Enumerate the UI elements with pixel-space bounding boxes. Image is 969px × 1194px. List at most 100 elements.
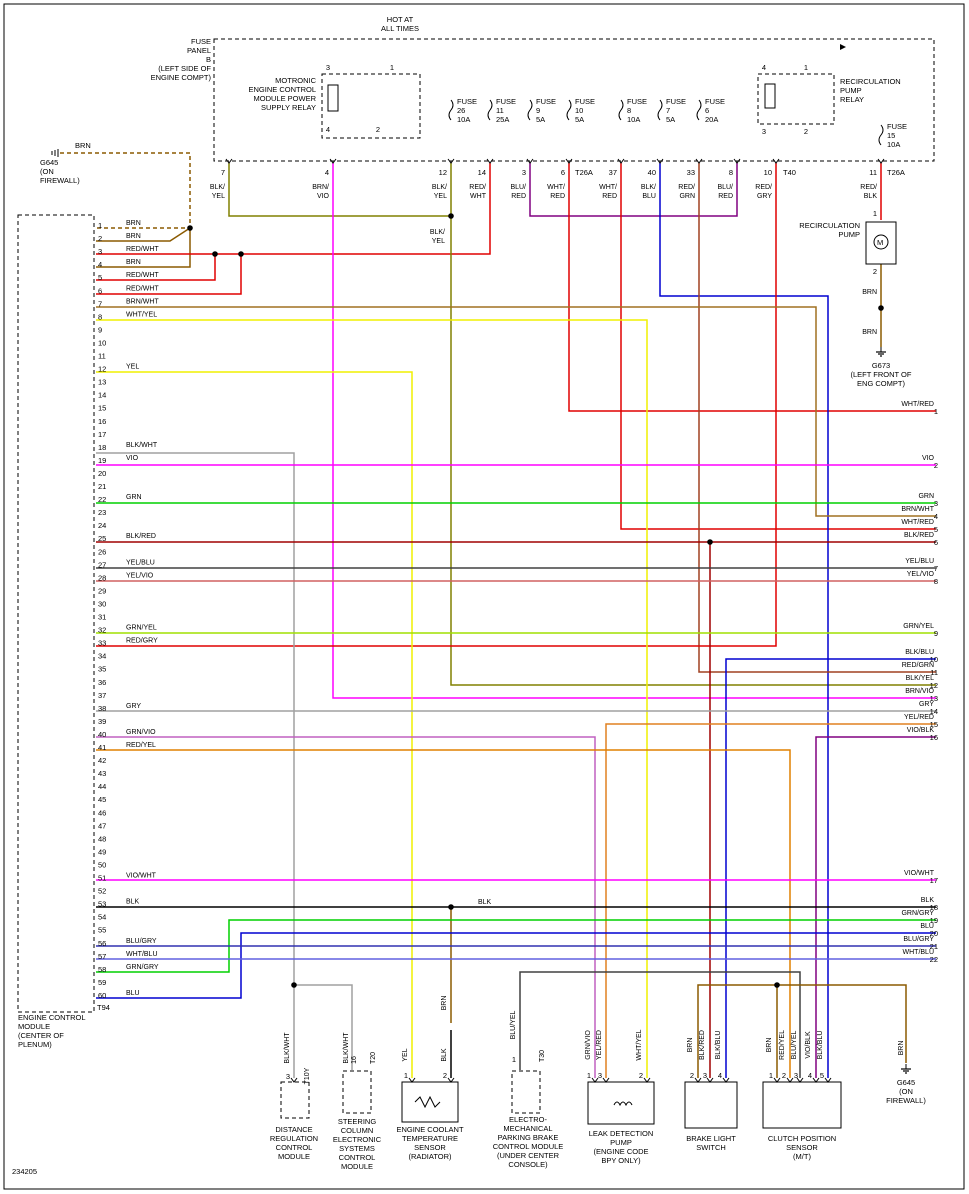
brake-pin-3: 3 <box>703 1071 707 1080</box>
ecm-pin-15: 15 <box>98 404 106 413</box>
parking-pin: 1 <box>512 1055 516 1064</box>
fuse-symbol <box>448 99 454 121</box>
ecm-pin-40: 40 <box>98 730 106 739</box>
ecm-pin-54: 54 <box>98 913 106 922</box>
right-output-18: 18 <box>930 903 938 912</box>
recirc-pump-pin-1: 1 <box>873 209 877 218</box>
ecm-pin-33: 33 <box>98 639 106 648</box>
coolant-sensor-box <box>401 1081 459 1123</box>
relay1-pin-1: 1 <box>390 63 394 72</box>
brake-arrow-2 <box>694 1077 702 1083</box>
right-output-19: 19 <box>930 916 938 925</box>
ecm-pin-wire-32: GRN/YEL <box>126 625 157 632</box>
ecm-pin-46: 46 <box>98 808 106 817</box>
clutch-arrow-1 <box>773 1077 781 1083</box>
parking-conn: T30 <box>539 1050 546 1062</box>
right-output-wire-11: RED/GRN <box>902 662 934 669</box>
right-output-6: 6 <box>934 538 938 547</box>
ecm-pin-50: 50 <box>98 860 106 869</box>
wire-brn-vio-13 <box>332 163 936 699</box>
clutch-arrow-2 <box>786 1077 794 1083</box>
coolant-wire-blk: BLK <box>441 1048 448 1062</box>
ecm-pin-59: 59 <box>98 978 106 987</box>
ecm-pin-wire-12: YEL <box>126 364 139 371</box>
relay2-pin-4: 4 <box>762 63 766 72</box>
clutch-arrow-5 <box>824 1077 832 1083</box>
coolant-arrow-2 <box>447 1077 455 1083</box>
right-output-wire-1: WHT/RED <box>901 401 934 408</box>
splice-red-wht-2 <box>238 251 244 257</box>
pump-wire-1: BRN <box>862 289 877 296</box>
relay2-pin-1: 1 <box>804 63 808 72</box>
ecm-pin-36: 36 <box>98 678 106 687</box>
right-output-wire-12: BLK/YEL <box>906 675 935 682</box>
wire-blk-yel-12 <box>450 216 936 686</box>
right-output-22: 22 <box>930 955 938 964</box>
ecm-pin-wire-2: BRN <box>126 233 141 240</box>
ecm-pin-45: 45 <box>98 795 106 804</box>
ecm-pin-27: 27 <box>98 560 106 569</box>
terminal-wire-11: RED/BLK <box>860 184 877 200</box>
terminal-arrow-1 <box>329 158 337 164</box>
ecm-pin-4: 4 <box>98 260 102 269</box>
bus-arrow <box>840 44 846 50</box>
fuse-symbol <box>618 99 624 121</box>
wire-blk-wht-18 <box>96 452 295 1078</box>
wire-blk-blu-40 <box>659 163 829 1078</box>
ecm-pin-56: 56 <box>98 939 106 948</box>
ecm-pin-1: 1 <box>98 221 102 230</box>
right-output-17: 17 <box>930 876 938 885</box>
ecm-pin-5: 5 <box>98 273 102 282</box>
g673-ground <box>876 347 886 357</box>
wire-blu-red <box>529 163 738 217</box>
ecm-pin-26: 26 <box>98 547 106 556</box>
splice-blk-wht <box>291 982 297 988</box>
relay2-pin-3: 3 <box>762 127 766 136</box>
terminal-wire-7: BLK/BLU <box>641 184 656 200</box>
pump-wire-2: BRN <box>862 329 877 336</box>
ecm-pin-41: 41 <box>98 743 106 752</box>
ecm-pin-37: 37 <box>98 691 106 700</box>
relay2-pin-2: 2 <box>804 127 808 136</box>
ecm-pin-9: 9 <box>98 325 102 334</box>
right-output-wire-14: GRY <box>919 701 934 708</box>
clutch-sensor-box <box>762 1081 842 1129</box>
coolant-arrow-1 <box>408 1077 416 1083</box>
clutch-pin-3: 3 <box>794 1071 798 1080</box>
g645-bottom-ground <box>901 1064 911 1074</box>
wire-brn-wht-4 <box>96 306 936 517</box>
wire-blk-blu-10 <box>725 658 936 1078</box>
ecm-pin-wire-5: RED/WHT <box>126 272 159 279</box>
right-output-wire-20: BLU <box>920 923 934 930</box>
wire-blu-20 <box>96 932 936 999</box>
ecm-pin-28: 28 <box>98 573 106 582</box>
ecm-pin-6: 6 <box>98 286 102 295</box>
ecm-pin-wire-40: GRN/VIO <box>126 729 156 736</box>
ecm-pin-17: 17 <box>98 430 106 439</box>
terminal-wire-2: BLK/YEL <box>432 184 447 200</box>
ecm-pin-wire-38: GRY <box>126 703 141 710</box>
terminal-arrow-2 <box>447 158 455 164</box>
terminal-wire-8: RED/GRN <box>678 184 695 200</box>
recirc-pump-pin-2: 2 <box>873 267 877 276</box>
ecm-pin-47: 47 <box>98 821 106 830</box>
ecm-pin-wire-1: BRN <box>126 220 141 227</box>
ecm-pin-20: 20 <box>98 469 106 478</box>
right-output-11: 11 <box>930 668 938 677</box>
wire-brn-ground-top <box>60 152 191 229</box>
coolant-pin-2: 2 <box>443 1071 447 1080</box>
ecm-pin-49: 49 <box>98 847 106 856</box>
terminal-pin-7: 7 <box>221 168 225 177</box>
clutch-arrow-4 <box>812 1077 820 1083</box>
fuse-symbol <box>527 99 533 121</box>
fuse-symbol <box>657 99 663 121</box>
